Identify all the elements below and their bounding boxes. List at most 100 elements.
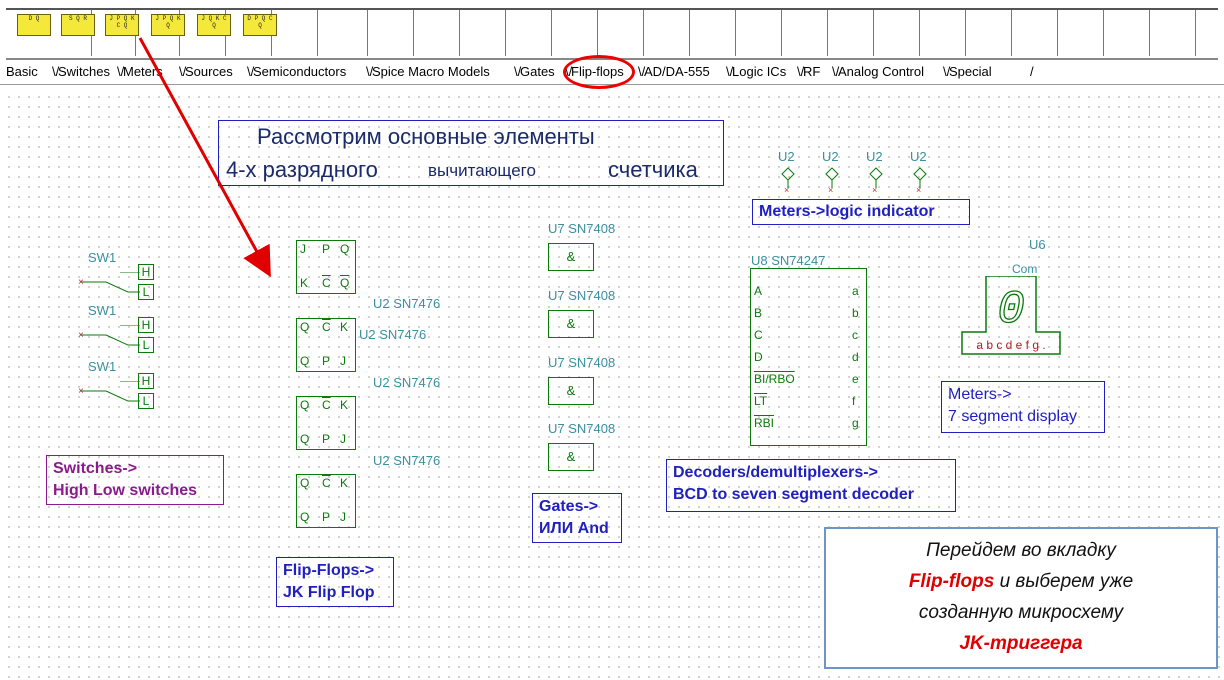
high-low-switch[interactable]: × [78, 271, 158, 322]
toolbar-cell[interactable] [1200, 10, 1224, 56]
toolbar-cell[interactable] [970, 10, 1012, 56]
pin-j: J [300, 242, 306, 256]
switch-high-terminal[interactable]: H [138, 317, 154, 333]
jk-flipflop-clear-icon[interactable]: J Q K C Q [197, 14, 231, 36]
sr-flipflop-icon[interactable]: S Q R [61, 14, 95, 36]
jk-flip-flop-2[interactable] [296, 318, 356, 372]
seven-segment-display[interactable]: 0 a b c d e f g . [960, 275, 1062, 356]
logic-indicator-label: U2 [822, 149, 839, 164]
decoder-output-pin: e [852, 372, 859, 386]
tab-logic-ics[interactable]: Logic ICs [732, 64, 787, 79]
and-gate[interactable]: & [548, 310, 594, 338]
tab-separator: \/ [117, 64, 125, 79]
decoder-input-pin: LT [754, 394, 768, 408]
flipflops-note: Flip-Flops-> JK Flip Flop [276, 557, 394, 607]
switches-note: Switches-> High Low switches [46, 455, 224, 505]
toolbar-cell[interactable] [694, 10, 736, 56]
toolbar-cell[interactable] [786, 10, 828, 56]
tab-special[interactable]: Special [949, 64, 992, 79]
tab-switches[interactable]: Switches [58, 64, 111, 79]
gate-part-label: U7 SN7408 [548, 421, 616, 436]
toolbar-cell[interactable] [418, 10, 460, 56]
toolbar-cell[interactable] [924, 10, 966, 56]
switch-low-terminal[interactable]: L [138, 393, 154, 409]
flipflop-part-label: U2 SN7476 [373, 375, 441, 390]
toolbar-cell[interactable] [372, 10, 414, 56]
toolbar-cell[interactable] [602, 10, 644, 56]
jk-flip-flop-3[interactable] [296, 396, 356, 450]
tab-meters[interactable]: Meters [123, 64, 163, 79]
pin-p: P [322, 354, 331, 368]
decoder-output-pin: b [852, 306, 859, 320]
switch-high-terminal[interactable]: H [138, 373, 154, 389]
and-gate[interactable]: & [548, 243, 594, 271]
pin-q: Q [300, 354, 310, 368]
toolbar-cell[interactable] [1062, 10, 1104, 56]
toolbar-cell[interactable] [878, 10, 920, 56]
svg-text:×: × [78, 330, 84, 341]
logic-indicator-label: U2 [778, 149, 795, 164]
tab-gates[interactable]: Gates [520, 64, 555, 79]
jk-flip-flop-4[interactable] [296, 474, 356, 528]
high-low-switch[interactable]: × [78, 380, 158, 431]
tab-ad-da-555[interactable]: AD/DA-555 [644, 64, 710, 79]
switch-low-terminal[interactable]: L [138, 284, 154, 300]
logic-indicator[interactable]: × [868, 166, 884, 195]
title-line1: Рассмотрим основные элементы [257, 124, 595, 149]
gate-part-label: U7 SN7408 [548, 355, 616, 370]
logic-indicator[interactable]: × [780, 166, 796, 195]
decoder-input-pin: D [754, 350, 763, 364]
switch-low-terminal[interactable]: L [138, 337, 154, 353]
toolbar-cell[interactable] [832, 10, 874, 56]
tab-analog-control[interactable]: Analog Control [838, 64, 924, 79]
decoder-chip[interactable] [750, 268, 867, 446]
toolbar-cell[interactable] [648, 10, 690, 56]
pin-p: P [322, 510, 331, 524]
tab-semiconductors[interactable]: Semiconductors [253, 64, 347, 79]
toolbar-cell[interactable] [1016, 10, 1058, 56]
pin-q: Q [300, 432, 310, 446]
decoder-input-pin: BI/RBO [754, 372, 795, 386]
tab-sources[interactable]: Sources [185, 64, 233, 79]
logic-indicator[interactable]: × [824, 166, 840, 195]
toolbar-cell[interactable] [740, 10, 782, 56]
tab-spice-macro-models[interactable]: Spice Macro Models [372, 64, 490, 79]
toolbar-cell[interactable] [1154, 10, 1196, 56]
jk-flipflop-icon[interactable]: J P Q K C Q [105, 14, 139, 36]
display-part-label: U6 [1029, 237, 1046, 252]
tab-basic[interactable]: Basic [6, 64, 38, 79]
toolbar-cell[interactable] [326, 10, 368, 56]
pin-k: K [340, 476, 349, 490]
high-low-switch[interactable]: × [78, 324, 158, 375]
toolbar-cell[interactable] [276, 10, 318, 56]
d-flipflop-icon[interactable]: D Q [17, 14, 51, 36]
flipflops-note-line1: Flip-Flops-> [283, 562, 375, 579]
switch-high-terminal[interactable]: H [138, 264, 154, 280]
decoder-input-pin: C [754, 328, 763, 342]
toolbar-cell[interactable] [556, 10, 598, 56]
display-digit: 0 [997, 284, 1025, 336]
d-flipflop-preset-icon[interactable]: D P Q C Q [243, 14, 277, 36]
title-line2-part2: вычитающего [428, 161, 536, 180]
and-gate[interactable]: & [548, 443, 594, 471]
jk-flipflop-alt-icon[interactable]: J P Q K Q [151, 14, 185, 36]
pin-j: J [340, 354, 346, 368]
decoder-note-line2: BCD to seven segment decoder [673, 486, 914, 503]
pin-k: K [300, 276, 309, 290]
pin-qbar: Q [340, 276, 350, 290]
tab-rf[interactable]: RF [803, 64, 821, 79]
toolbar-cell[interactable] [1108, 10, 1150, 56]
toolbar-cell[interactable] [464, 10, 506, 56]
decoder-output-pin: c [852, 328, 858, 342]
decoder-part-label: U8 SN74247 [751, 253, 826, 268]
decoder-input-pin: RBI [754, 416, 775, 430]
jk-flip-flop-1[interactable] [296, 240, 356, 294]
logic-indicator[interactable]: × [912, 166, 928, 195]
tab-separator: \/ [52, 64, 60, 79]
svg-text:×: × [784, 185, 789, 194]
toolbar-cell[interactable] [510, 10, 552, 56]
and-gate[interactable]: & [548, 377, 594, 405]
pin-j: J [340, 510, 346, 524]
meters-display-note-line2: 7 segment display [948, 408, 1077, 425]
